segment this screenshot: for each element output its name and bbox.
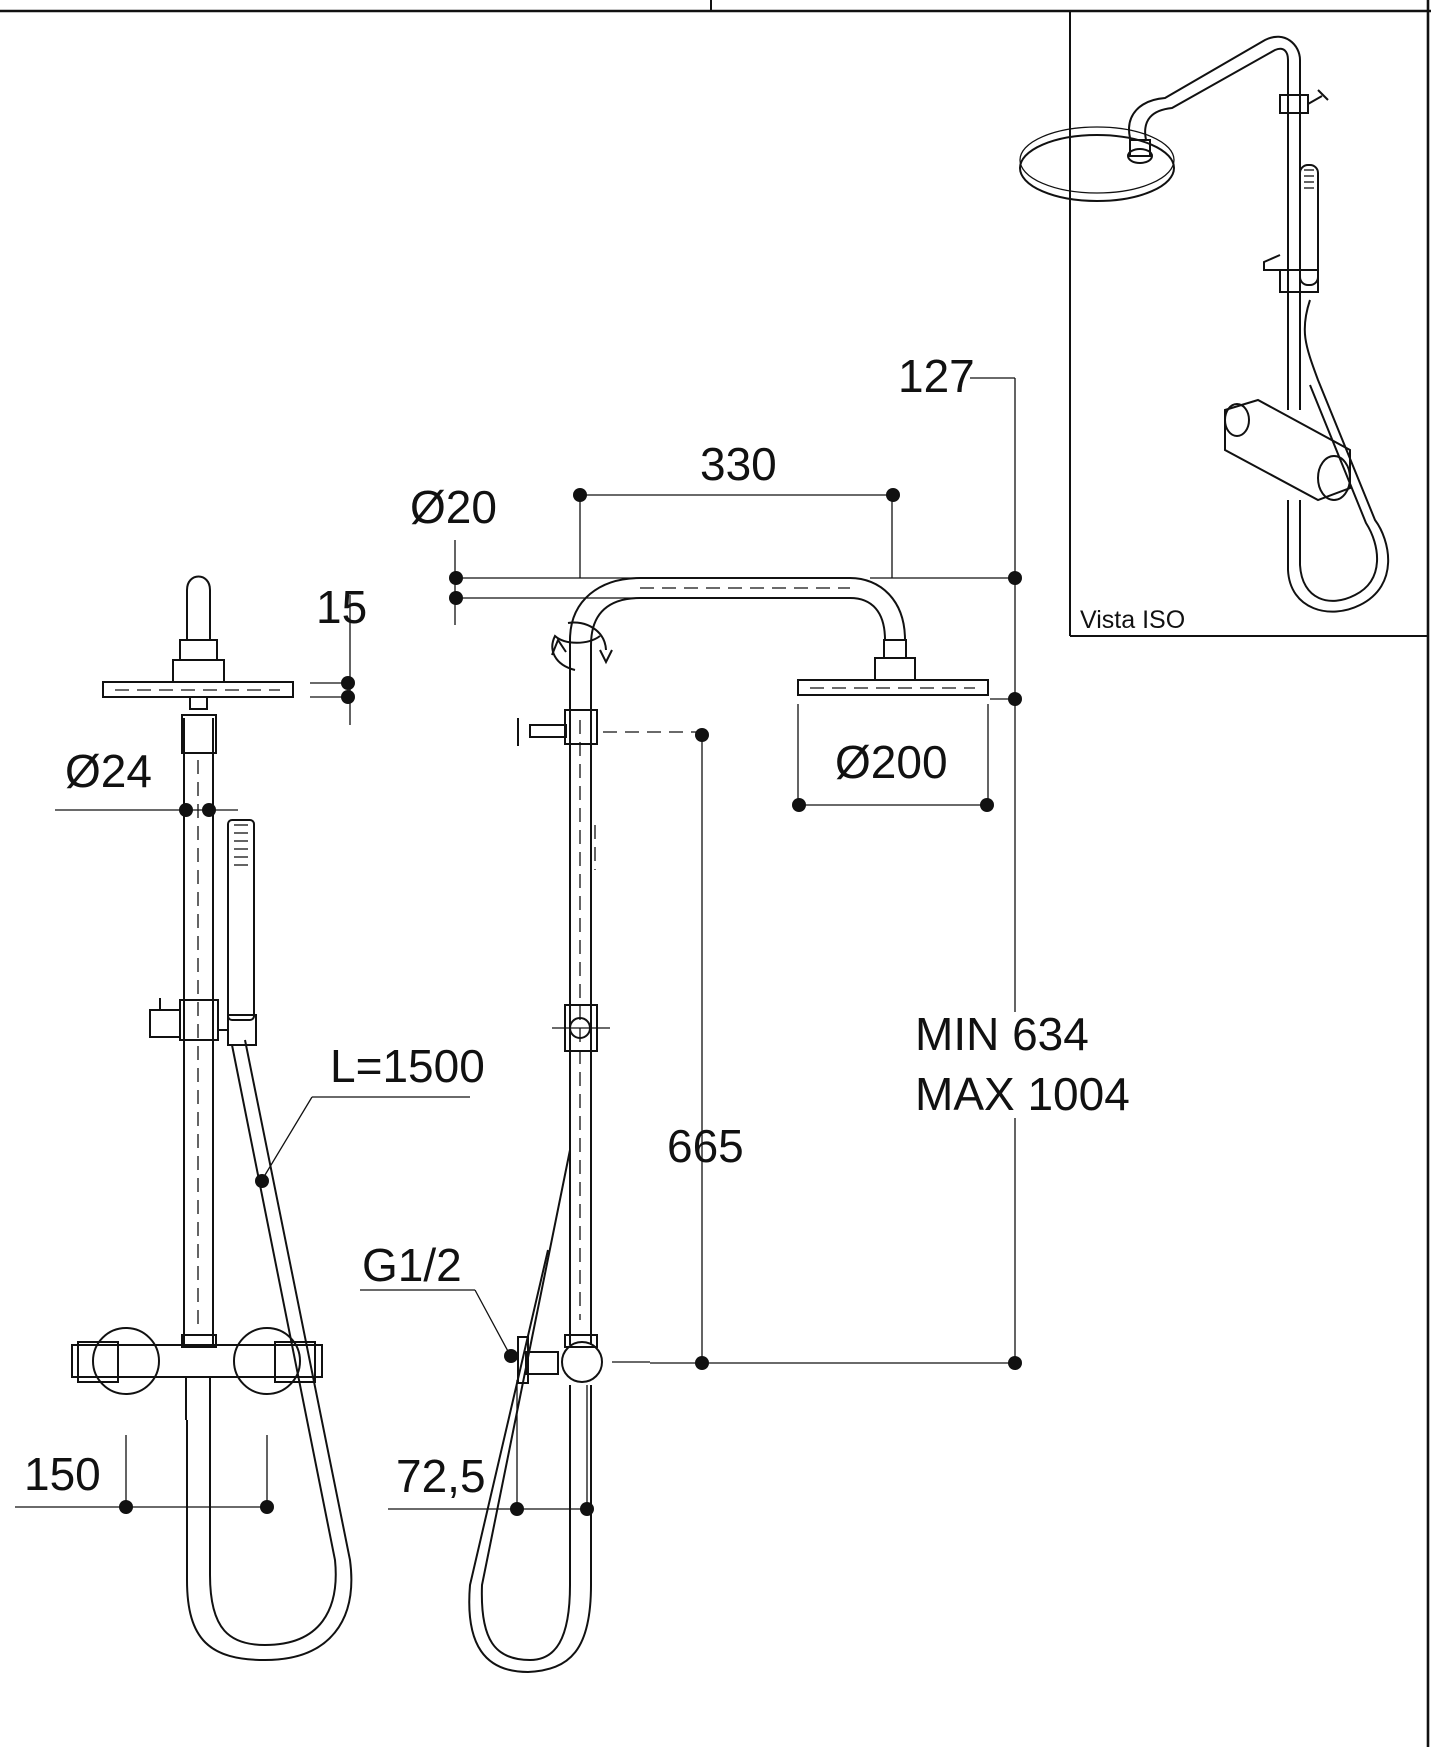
dim-hose-length: L=1500: [330, 1040, 485, 1092]
iso-view-caption: Vista ISO: [1080, 606, 1185, 634]
dim-inlet-thread: G1/2: [362, 1239, 462, 1291]
dim-arm-length: 330: [700, 438, 777, 490]
dim-height-min: MIN 634: [915, 1008, 1089, 1060]
dim-head-thickness: 15: [316, 581, 367, 633]
front-view: [15, 575, 470, 1662]
dim-height-max: MAX 1004: [915, 1068, 1130, 1120]
dim-head-rise: 127: [898, 350, 975, 402]
dim-holder-height: 665: [667, 1120, 744, 1172]
handshower-nozzle-grid: [234, 824, 248, 866]
iso-shower-drawing: [1019, 35, 1390, 613]
iso-view-panel: Vista ISO: [1019, 11, 1428, 637]
dim-head-diameter: Ø200: [835, 736, 948, 788]
dim-wall-offset: 72,5: [396, 1450, 486, 1502]
side-view: [360, 377, 1022, 1674]
dim-rail-diameter: Ø24: [65, 745, 152, 797]
dim-arm-diameter: Ø20: [410, 481, 497, 533]
dim-inlet-centres: 150: [24, 1448, 101, 1500]
